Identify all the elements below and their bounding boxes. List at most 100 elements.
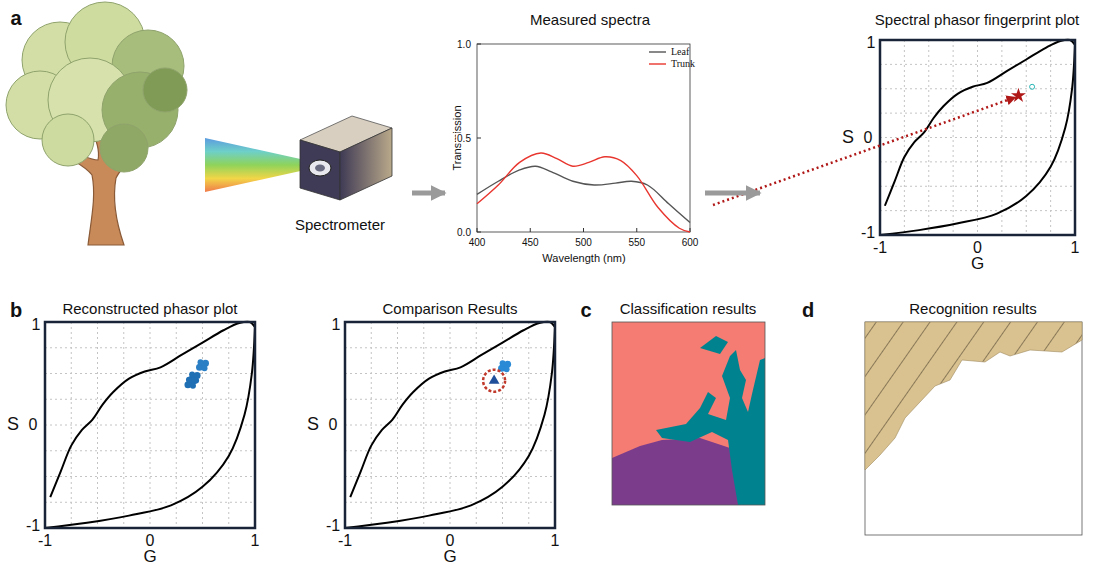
axis-label: G xyxy=(142,548,157,567)
grid-line xyxy=(953,40,954,235)
grid-line xyxy=(123,322,124,528)
spectrometer-device xyxy=(300,116,392,200)
grid-line xyxy=(45,347,255,348)
grid-line xyxy=(345,347,555,348)
axis-tick xyxy=(477,232,481,233)
legend-text: Leaf xyxy=(668,46,689,58)
panel-letter: a xyxy=(9,7,22,29)
panel-title: Classification results xyxy=(620,300,757,318)
axis-label: 1 xyxy=(866,34,877,52)
legend-text: Trunk xyxy=(668,58,695,70)
tree-canopy xyxy=(100,124,148,172)
grid-line xyxy=(880,137,1075,138)
axis-label: -1 xyxy=(337,532,353,550)
grid-line xyxy=(45,399,255,400)
axis-label: Wavelength (nm) xyxy=(541,252,626,264)
axis-label: 0 xyxy=(28,416,39,434)
grid-line xyxy=(45,450,255,451)
grid-line xyxy=(1026,40,1027,235)
grid-line xyxy=(528,322,529,528)
axis-label: S xyxy=(841,128,855,148)
grid-line xyxy=(476,322,477,528)
grid-line xyxy=(977,40,978,235)
data-cluster xyxy=(189,372,195,378)
axis-tick xyxy=(477,138,481,139)
panel-title: Measured spectra xyxy=(530,11,650,29)
classification-map xyxy=(612,322,765,505)
axis-label: 1 xyxy=(331,316,342,334)
axis-tick xyxy=(477,44,481,45)
axis-label: 0 xyxy=(863,129,874,147)
axis-label: 1 xyxy=(31,316,42,334)
grid-line xyxy=(423,322,424,528)
grid-line xyxy=(202,322,203,528)
grid-line xyxy=(502,322,503,528)
plot-frame xyxy=(45,322,255,528)
legend-line-sample xyxy=(648,47,668,57)
grid-line xyxy=(880,113,1075,114)
data-cluster xyxy=(500,360,506,366)
data-cluster xyxy=(504,366,510,372)
grid-line xyxy=(1001,40,1002,235)
axis-label: -1 xyxy=(37,532,53,550)
panel-title: Recognition results xyxy=(909,300,1037,318)
panel-node: Spectral phasor fingerprint plot xyxy=(760,8,1090,276)
plot-frame xyxy=(477,44,690,232)
grid-line xyxy=(880,64,1075,65)
panel-title: Spectral phasor fingerprint plot xyxy=(875,11,1079,29)
grid-line xyxy=(904,40,905,235)
panel-title: Comparison Results xyxy=(382,300,517,318)
axis-label: 0.5 xyxy=(456,133,472,144)
tree-canopy xyxy=(42,114,94,166)
universal-curve xyxy=(345,327,555,528)
phasor-plot xyxy=(45,322,255,528)
panel-title: Reconstructed phasor plot xyxy=(62,300,237,318)
data-cluster xyxy=(186,377,192,383)
axis-label: 1 xyxy=(550,532,561,550)
phasor-plot xyxy=(880,40,1075,235)
panel-letter: d xyxy=(801,299,815,321)
grid-line xyxy=(397,322,398,528)
grid-line xyxy=(176,322,177,528)
matched-point xyxy=(489,375,500,384)
universal-curve xyxy=(50,322,255,497)
panel-node: Spectrometer xyxy=(288,108,412,236)
grid-line xyxy=(45,373,255,374)
recognition-map xyxy=(865,322,1082,535)
grid-line xyxy=(1050,40,1051,235)
axis-label: 400 xyxy=(468,237,487,248)
axis-label: 1 xyxy=(1070,239,1081,257)
tree-illustration xyxy=(6,2,187,245)
axis-label: 600 xyxy=(681,237,700,248)
universal-curve xyxy=(45,327,255,528)
flow-arrow xyxy=(705,191,760,196)
axis-label: S xyxy=(6,415,20,435)
universal-curve xyxy=(885,40,1075,206)
data-cluster xyxy=(198,359,204,365)
grid-line xyxy=(345,399,555,400)
phasor-plot xyxy=(345,322,555,528)
axis-tick xyxy=(530,228,531,232)
grid-line xyxy=(928,40,929,235)
grid-line xyxy=(880,88,1075,89)
plot-frame xyxy=(880,40,1075,235)
data-cluster xyxy=(190,383,196,389)
grid-line xyxy=(345,450,555,451)
grid-line xyxy=(228,322,229,528)
data-cluster xyxy=(202,365,208,371)
star-marker xyxy=(1011,88,1026,102)
axis-label: 0 xyxy=(328,416,339,434)
leaf-spectrum xyxy=(477,166,690,222)
legend-entry: Leaf xyxy=(648,46,689,58)
reference-point xyxy=(1030,84,1035,89)
axis-label: G xyxy=(970,255,985,274)
panel-title: Spectrometer xyxy=(295,216,385,234)
grid-line xyxy=(97,322,98,528)
axis-tick xyxy=(636,228,637,232)
panel-letter: c xyxy=(579,299,592,321)
dotted-pointer xyxy=(713,98,1015,205)
axis-tick xyxy=(477,228,478,232)
panel-node: Recognition results xyxy=(800,298,1090,543)
